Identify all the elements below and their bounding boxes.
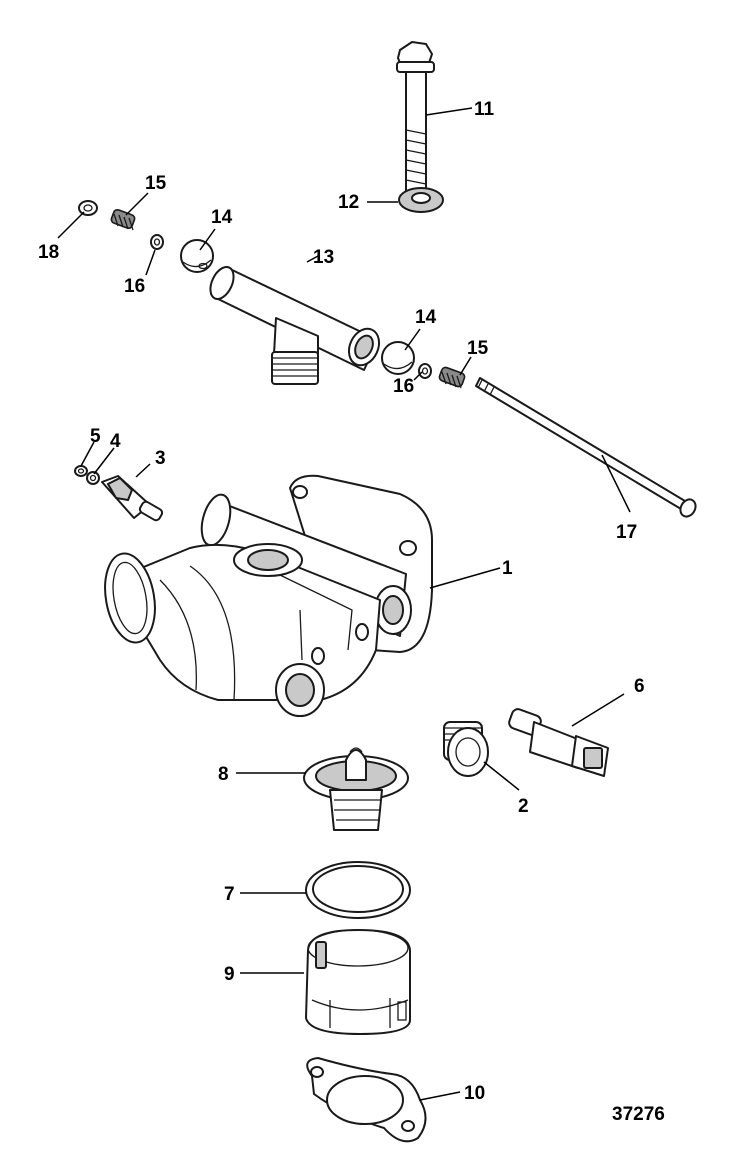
part-17-rod <box>475 377 697 518</box>
part-1-thermostat-housing <box>104 474 433 717</box>
callout-9: 9 <box>224 964 235 985</box>
part-5-nut <box>74 465 88 477</box>
callout-18: 18 <box>38 242 59 263</box>
callout-4: 4 <box>110 431 121 452</box>
callout-7: 7 <box>224 884 235 905</box>
callout-16-left: 16 <box>124 276 145 297</box>
callout-8: 8 <box>218 764 229 785</box>
callout-10: 10 <box>464 1083 485 1104</box>
part-16-washer-right <box>418 363 432 379</box>
part-13-tee-fitting <box>209 266 381 385</box>
callout-16-right: 16 <box>393 376 414 397</box>
figure-id: 37276 <box>612 1104 665 1125</box>
part-8-thermostat <box>303 747 409 831</box>
callout-1: 1 <box>502 558 513 579</box>
part-14-ball-right <box>381 341 415 375</box>
leader-lines <box>57 107 631 1101</box>
part-18-nut <box>78 200 98 216</box>
callout-14-right: 14 <box>415 307 437 328</box>
callout-14-left: 14 <box>211 207 233 228</box>
callout-15-right: 15 <box>467 338 489 359</box>
callout-13: 13 <box>313 247 334 268</box>
part-2-pipe-plug <box>443 721 489 777</box>
callout-15-left: 15 <box>145 173 167 194</box>
part-7-seal-ring <box>305 861 411 919</box>
part-16-washer-left <box>150 234 164 250</box>
callout-6: 6 <box>634 676 645 697</box>
callout-3: 3 <box>155 448 166 469</box>
part-4-washer <box>86 471 100 485</box>
callout-2: 2 <box>518 796 529 817</box>
part-11-bolt <box>396 41 435 206</box>
part-10-gasket <box>306 1057 427 1143</box>
part-15-spring-left <box>110 208 136 231</box>
callout-labels: 11 12 13 14 14 15 15 16 16 18 17 5 4 3 1… <box>38 99 665 1125</box>
callout-5: 5 <box>90 426 101 447</box>
part-15-spring-right <box>438 366 466 389</box>
callout-12: 12 <box>338 192 359 213</box>
part-3-temperature-sensor <box>101 475 164 522</box>
part-9-sleeve <box>305 929 411 1035</box>
callout-17: 17 <box>616 522 637 543</box>
callout-11: 11 <box>474 99 495 120</box>
part-12-washer <box>398 187 444 213</box>
part-6-temperature-sender <box>508 708 609 777</box>
part-14-ball-left <box>180 239 214 273</box>
